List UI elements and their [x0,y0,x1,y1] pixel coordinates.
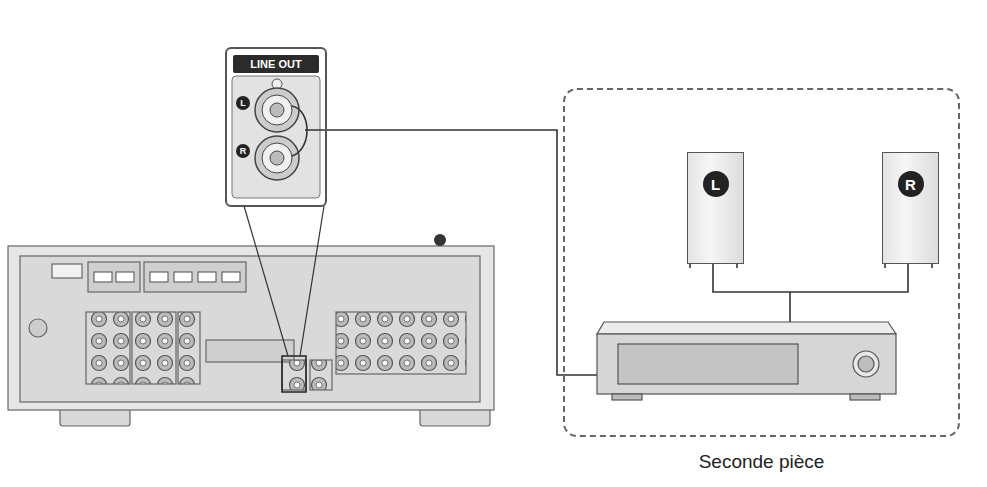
speaker: R [882,152,939,264]
audio-cable [327,130,563,375]
jack-label: R [236,144,250,158]
speaker: L [687,152,744,264]
channel-label: L [703,171,729,197]
callout-box: LINE OUT [225,47,327,207]
room-region: Seconde pièceLR [563,88,960,437]
receiver-illustration [8,234,494,426]
jack-label: L [236,96,250,110]
channel-label: R [898,171,924,197]
amplifier-illustration [597,322,896,400]
panel-label: LINE OUT [233,55,319,73]
room-caption: Seconde pièce [565,451,958,473]
